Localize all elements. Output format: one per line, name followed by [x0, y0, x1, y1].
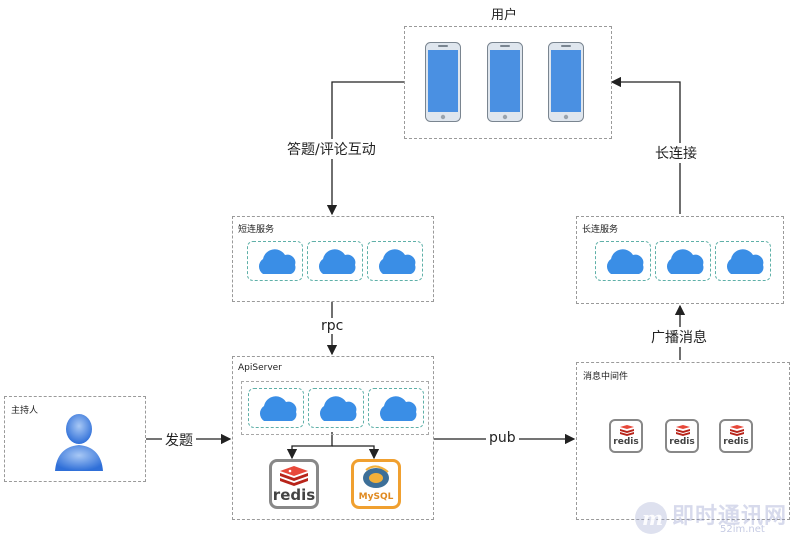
- host-box: 主持人: [4, 396, 146, 482]
- cloud-icon: [319, 396, 357, 421]
- svg-text:m: m: [642, 506, 663, 530]
- cloud-node: [368, 388, 424, 428]
- mysql-logo: MySQL: [351, 459, 401, 509]
- cloud-icon: [258, 249, 296, 274]
- edge-label-publish: 发题: [162, 430, 196, 450]
- edge-label-rpc: rpc: [318, 318, 347, 334]
- redis-stack-icon: [676, 425, 690, 436]
- redis-stack-icon: [620, 425, 634, 436]
- cloud-icon: [726, 249, 764, 274]
- redis-node: redis: [719, 419, 753, 453]
- mysql-logo-text: MySQL: [358, 492, 394, 502]
- person-icon: [55, 414, 103, 471]
- long-service-title: 长连服务: [582, 225, 619, 235]
- redis-stack-icon: [730, 425, 744, 436]
- api-server-box: ApiServer redis MySQL: [232, 356, 434, 520]
- edge-user-to-short: [326, 81, 404, 216]
- short-service-title: 短连服务: [238, 225, 275, 235]
- phone-icon: [548, 42, 584, 122]
- cloud-node: [715, 241, 771, 281]
- phone-icon: [425, 42, 461, 122]
- phone-icon: [487, 42, 523, 122]
- cloud-node: [595, 241, 651, 281]
- cloud-node: [307, 241, 363, 281]
- cloud-node: [308, 388, 364, 428]
- edge-label-answer: 答题/评论互动: [284, 139, 379, 159]
- user-box-title: 用户: [488, 4, 521, 23]
- edge-api-mysql: [332, 445, 380, 460]
- cloud-icon: [318, 249, 356, 274]
- redis-logo-text: redis: [272, 486, 316, 504]
- host-title: 主持人: [11, 406, 39, 416]
- cloud-icon: [379, 396, 417, 421]
- edge-label-broadcast: 广播消息: [648, 327, 710, 347]
- edge-long-to-user: [610, 76, 681, 214]
- mq-box: 消息中间件 redis redis redis: [576, 362, 790, 520]
- api-server-cluster: [241, 381, 429, 435]
- redis-stack-icon: [280, 466, 308, 486]
- dolphin-icon: [363, 465, 389, 488]
- redis-node: redis: [665, 419, 699, 453]
- redis-logo: redis: [269, 459, 319, 509]
- cloud-icon: [606, 249, 644, 274]
- api-server-title: ApiServer: [238, 363, 282, 373]
- cloud-node: [367, 241, 423, 281]
- cloud-icon: [666, 249, 704, 274]
- watermark-text: 即时通讯网: [672, 504, 788, 529]
- watermark-url: 52im.net: [720, 524, 765, 535]
- cloud-node: [655, 241, 711, 281]
- cloud-node: [248, 388, 304, 428]
- redis-node: redis: [609, 419, 643, 453]
- user-box: [404, 26, 612, 139]
- cloud-icon: [378, 249, 416, 274]
- cloud-node: [247, 241, 303, 281]
- watermark-logo-icon: m: [635, 502, 667, 534]
- short-service-box: 短连服务: [232, 216, 434, 302]
- edge-label-pub: pub: [486, 430, 519, 446]
- mq-title: 消息中间件: [583, 372, 629, 382]
- cloud-icon: [259, 396, 297, 421]
- edge-label-long-conn: 长连接: [652, 143, 700, 163]
- long-service-box: 长连服务: [576, 216, 784, 304]
- edge-api-redis: [286, 432, 333, 460]
